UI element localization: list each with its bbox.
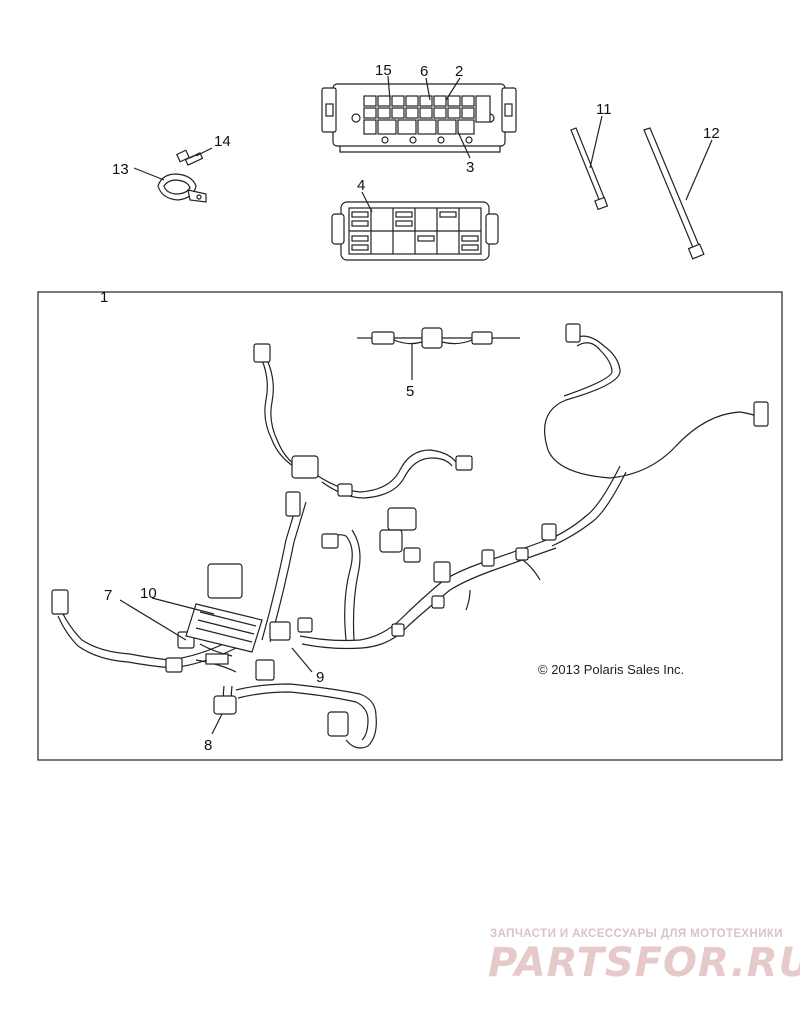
watermark-logo: PARTSFOR.RU xyxy=(488,940,800,986)
callout-6: 6 xyxy=(420,63,428,80)
harness-frame xyxy=(37,291,783,761)
callout-2: 2 xyxy=(455,63,463,80)
cable-tie-long xyxy=(643,127,705,260)
fuse-box-lid xyxy=(331,201,499,261)
callout-labels: 1 2 3 4 5 6 7 8 9 10 11 12 13 14 15 xyxy=(100,62,720,754)
callout-1: 1 xyxy=(100,289,108,306)
callout-5: 5 xyxy=(406,383,414,400)
callout-13: 13 xyxy=(112,161,129,178)
callout-12: 12 xyxy=(703,125,720,142)
callout-9: 9 xyxy=(316,669,324,686)
fuse-link-harness xyxy=(357,327,520,349)
callout-10: 10 xyxy=(140,585,157,602)
callout-4: 4 xyxy=(357,177,365,194)
copyright-text: © 2013 Polaris Sales Inc. xyxy=(538,662,685,677)
fuse-slots xyxy=(363,95,491,135)
harness-connectors xyxy=(51,323,769,737)
p-clamp xyxy=(157,173,207,203)
callout-11: 11 xyxy=(596,101,612,118)
bolt xyxy=(175,149,204,166)
fuse-box-top xyxy=(321,83,517,153)
callout-8: 8 xyxy=(204,737,212,754)
ecm-module xyxy=(185,603,263,665)
cable-tie-short xyxy=(570,127,609,211)
leader-lines xyxy=(119,75,713,735)
callout-3: 3 xyxy=(466,159,474,176)
callout-15: 15 xyxy=(375,62,392,79)
callout-7: 7 xyxy=(104,587,112,604)
watermark-tagline: ЗАПЧАСТИ И АКСЕССУАРЫ ДЛЯ МОТОТЕХНИКИ xyxy=(490,928,783,940)
callout-14: 14 xyxy=(214,133,231,150)
